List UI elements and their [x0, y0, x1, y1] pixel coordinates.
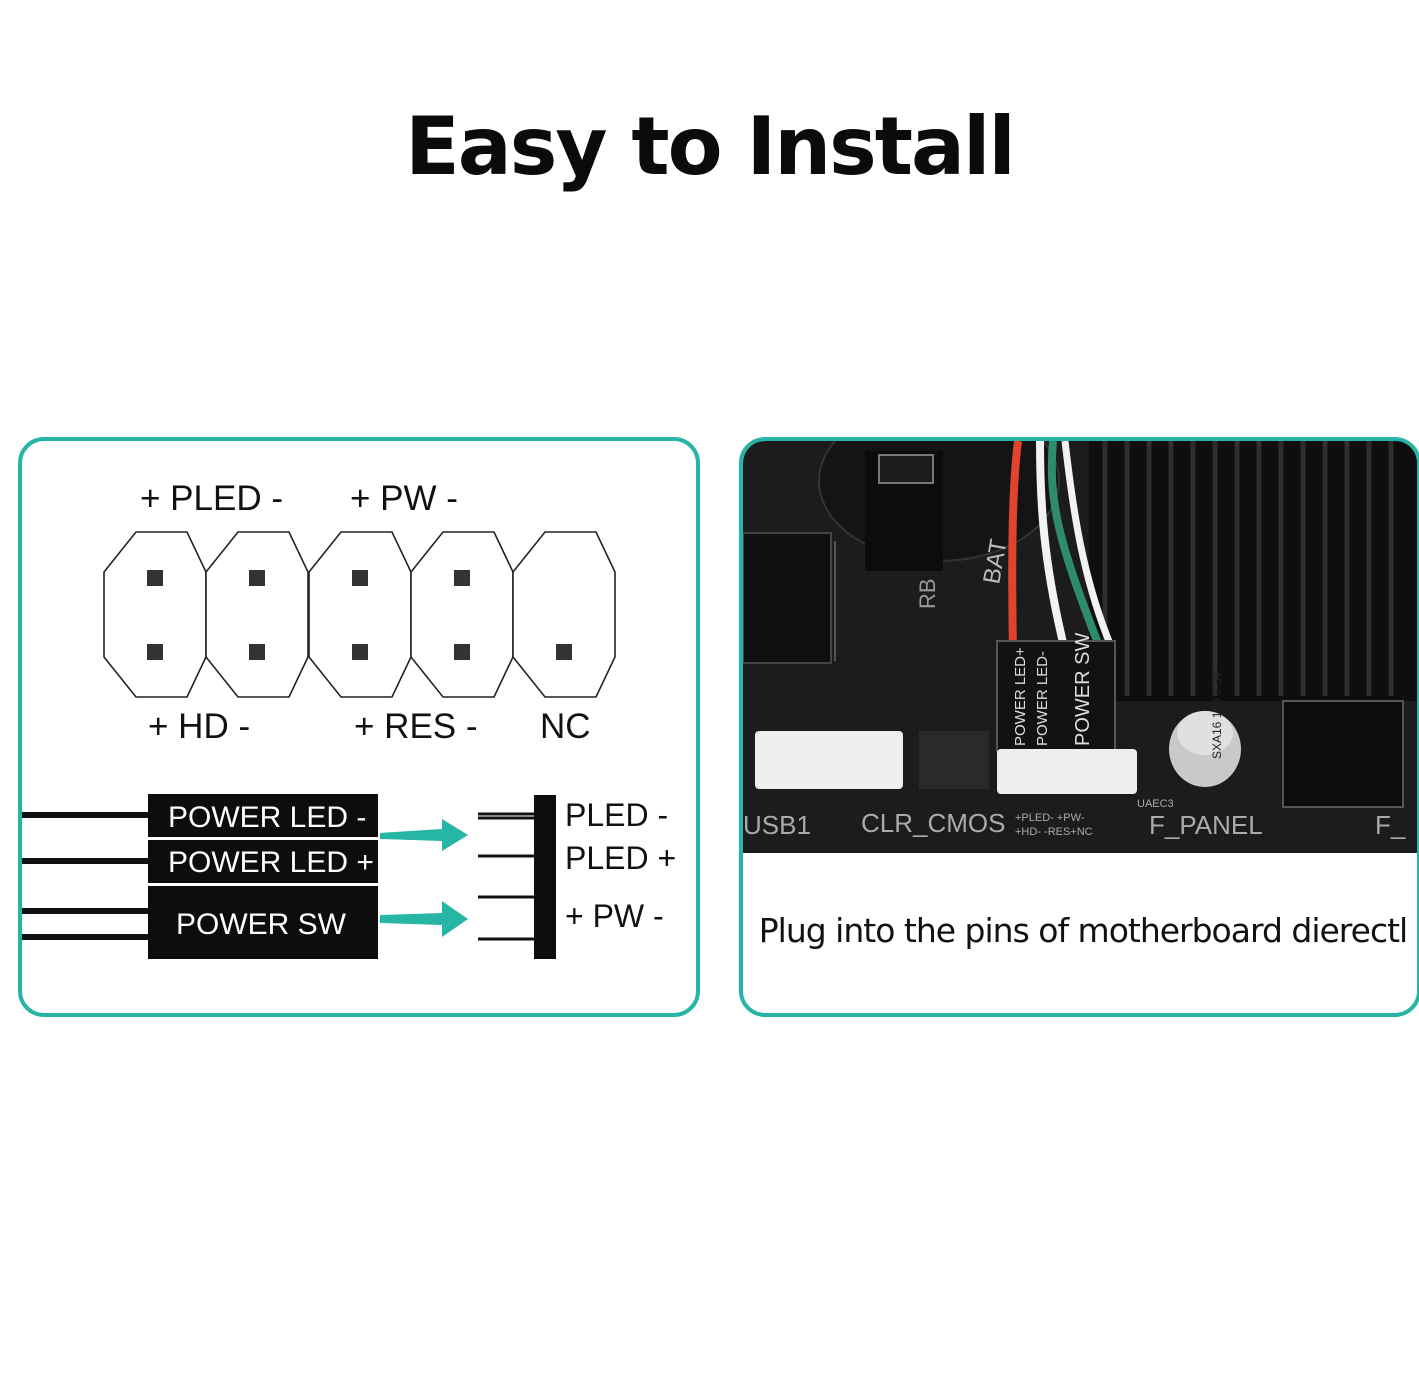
pin-group-4	[410, 531, 514, 698]
board-label-uaec: UAEC3	[1137, 798, 1174, 810]
arrow-icon	[380, 819, 468, 851]
pin	[556, 644, 572, 660]
pin	[352, 644, 368, 660]
pin	[249, 644, 265, 660]
pin	[147, 570, 163, 586]
capacitor-label: SXA16 100 6.3V	[1210, 670, 1224, 759]
connector-power-led-plus	[148, 840, 378, 883]
header-label: + PW -	[565, 898, 664, 934]
pin-group-3	[308, 531, 412, 698]
header-bar	[534, 795, 556, 959]
pin-diagram-panel: + PLED - + PW -	[18, 437, 700, 1017]
usb-header	[755, 731, 903, 789]
connector-label: POWER LED -	[168, 801, 366, 834]
page-title: Easy to Install	[405, 100, 1016, 193]
board-label-pled-pw: +PLED- +PW-	[1015, 812, 1085, 824]
arrow-icon	[380, 901, 468, 937]
pin	[454, 570, 470, 586]
caption: Plug into the pins of motherboard dierec…	[758, 911, 1408, 950]
connector-label: POWER SW	[176, 908, 347, 941]
board-label-fpanel: F_PANEL	[1149, 810, 1263, 840]
plug-label: POWER LED+	[1012, 647, 1029, 746]
board-label-hd-res: +HD- -RES+NC	[1015, 826, 1093, 838]
plug-label: POWER LED-	[1034, 651, 1051, 746]
label-res: + RES -	[354, 707, 478, 746]
label-hd: + HD -	[148, 707, 251, 746]
chip	[743, 532, 832, 664]
board-label-rb: RB	[915, 578, 940, 609]
pin-header-diagram: POWER LED - POWER LED + POWER SW PLED - …	[22, 531, 676, 959]
plug-label: POWER SW	[1072, 633, 1094, 746]
header-label: PLED +	[565, 840, 676, 876]
board-label-usb: USB1	[743, 810, 811, 840]
connector-power-led-minus	[148, 794, 378, 837]
header-label: PLED -	[565, 797, 668, 833]
board-label-clr: CLR_CMOS	[861, 808, 1005, 838]
board-label-f-partial: F_	[1375, 810, 1406, 840]
motherboard-panel: BAT RB POWER LED+ POWER LED- POWER SW SX…	[739, 437, 1419, 1017]
pin-group-2	[205, 531, 309, 698]
pin	[147, 644, 163, 660]
pin-group-1	[103, 531, 207, 698]
label-pled: + PLED -	[140, 479, 283, 518]
connector-label: POWER LED +	[168, 846, 374, 879]
pin	[454, 644, 470, 660]
connector-power-sw	[148, 886, 378, 959]
pin-group-5	[512, 531, 616, 698]
motherboard-photo: BAT RB POWER LED+ POWER LED- POWER SW SX…	[743, 441, 1417, 853]
label-pw: + PW -	[350, 479, 458, 518]
pin	[249, 570, 265, 586]
pin	[352, 570, 368, 586]
label-nc: NC	[540, 707, 591, 746]
side-connector	[1282, 700, 1404, 808]
dupont-plug	[996, 640, 1116, 752]
fpanel-header	[997, 749, 1137, 794]
